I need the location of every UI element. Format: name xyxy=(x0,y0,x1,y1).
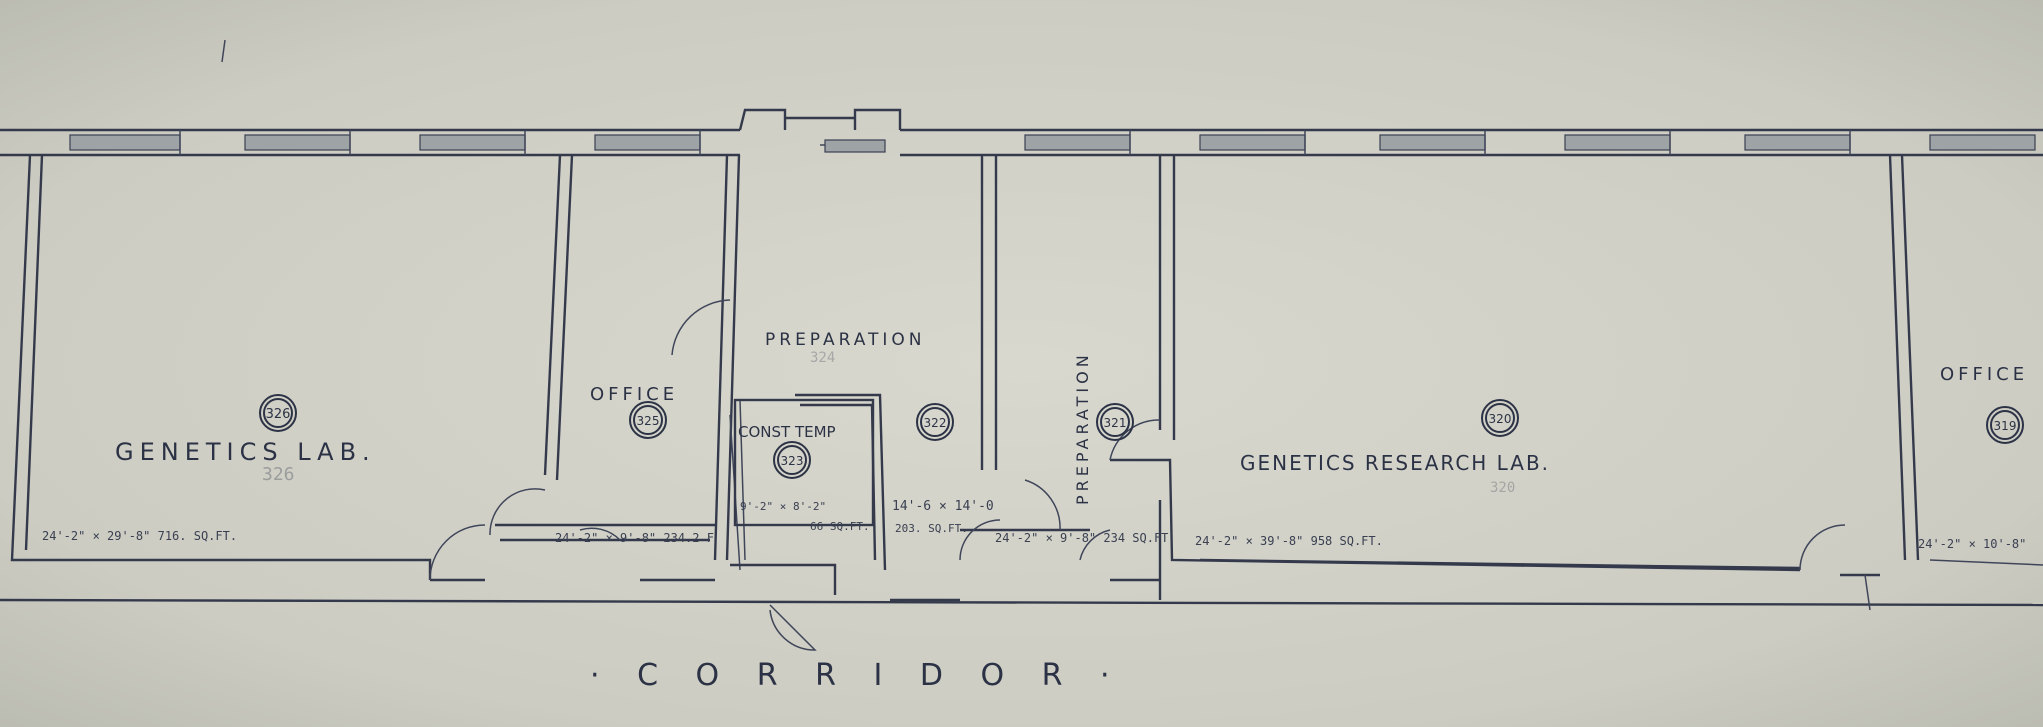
room-322-dimensions: 14'-6 × 14'-0 xyxy=(892,499,994,514)
room-323-name: CONST TEMP xyxy=(738,423,836,441)
room-325-dimensions: 24'-2" × 9'-8" 234.2 F xyxy=(555,531,714,545)
room-319-name: OFFICE xyxy=(1940,364,2028,385)
room-322-area: 203. SQ.FT. xyxy=(895,522,968,535)
room-322-number: 322 xyxy=(924,416,947,430)
partition-walls xyxy=(0,154,2043,607)
room-324-ghost-number: 324 xyxy=(810,350,835,366)
door-swings xyxy=(429,299,1846,651)
room-number-markers xyxy=(259,394,2024,479)
window-row xyxy=(69,134,2036,153)
corridor-label: · C O R R I D O R · xyxy=(590,658,1124,693)
room-326-dimensions: 24'-2" × 29'-8" 716. SQ.FT. xyxy=(42,529,237,543)
exterior-wall xyxy=(0,108,2043,157)
room-326-name: GENETICS LAB. xyxy=(115,438,376,466)
room-319-dimensions: 24'-2" × 10'-8" xyxy=(1918,537,2026,551)
room-325-name: OFFICE xyxy=(590,384,678,405)
room-325-number: 325 xyxy=(637,414,660,428)
room-323-dimensions: 9'-2" × 8'-2" xyxy=(740,500,826,513)
room-323-area: 66 SQ.FT. xyxy=(810,520,870,533)
room-323-number: 323 xyxy=(781,454,804,468)
room-326-ghost-number: 326 xyxy=(262,464,295,485)
interior-partitions xyxy=(495,393,2043,611)
room-324-name: PREPARATION xyxy=(765,330,926,350)
room-320-number: 320 xyxy=(1489,412,1512,426)
room-319-number: 319 xyxy=(1994,419,2017,433)
room-321-number: 321 xyxy=(1104,416,1127,430)
room-326-number: 326 xyxy=(266,407,291,422)
room-321-name: PREPARATION xyxy=(1073,351,1092,505)
room-320-name: GENETICS RESEARCH LAB. xyxy=(1240,451,1550,475)
room-320-ghost-number: 320 xyxy=(1490,480,1515,496)
room-321-dimensions: 24'-2" × 9'-8" 234 SQ.FT xyxy=(995,531,1168,545)
room-320-dimensions: 24'-2" × 39'-8" 958 SQ.FT. xyxy=(1195,534,1383,548)
